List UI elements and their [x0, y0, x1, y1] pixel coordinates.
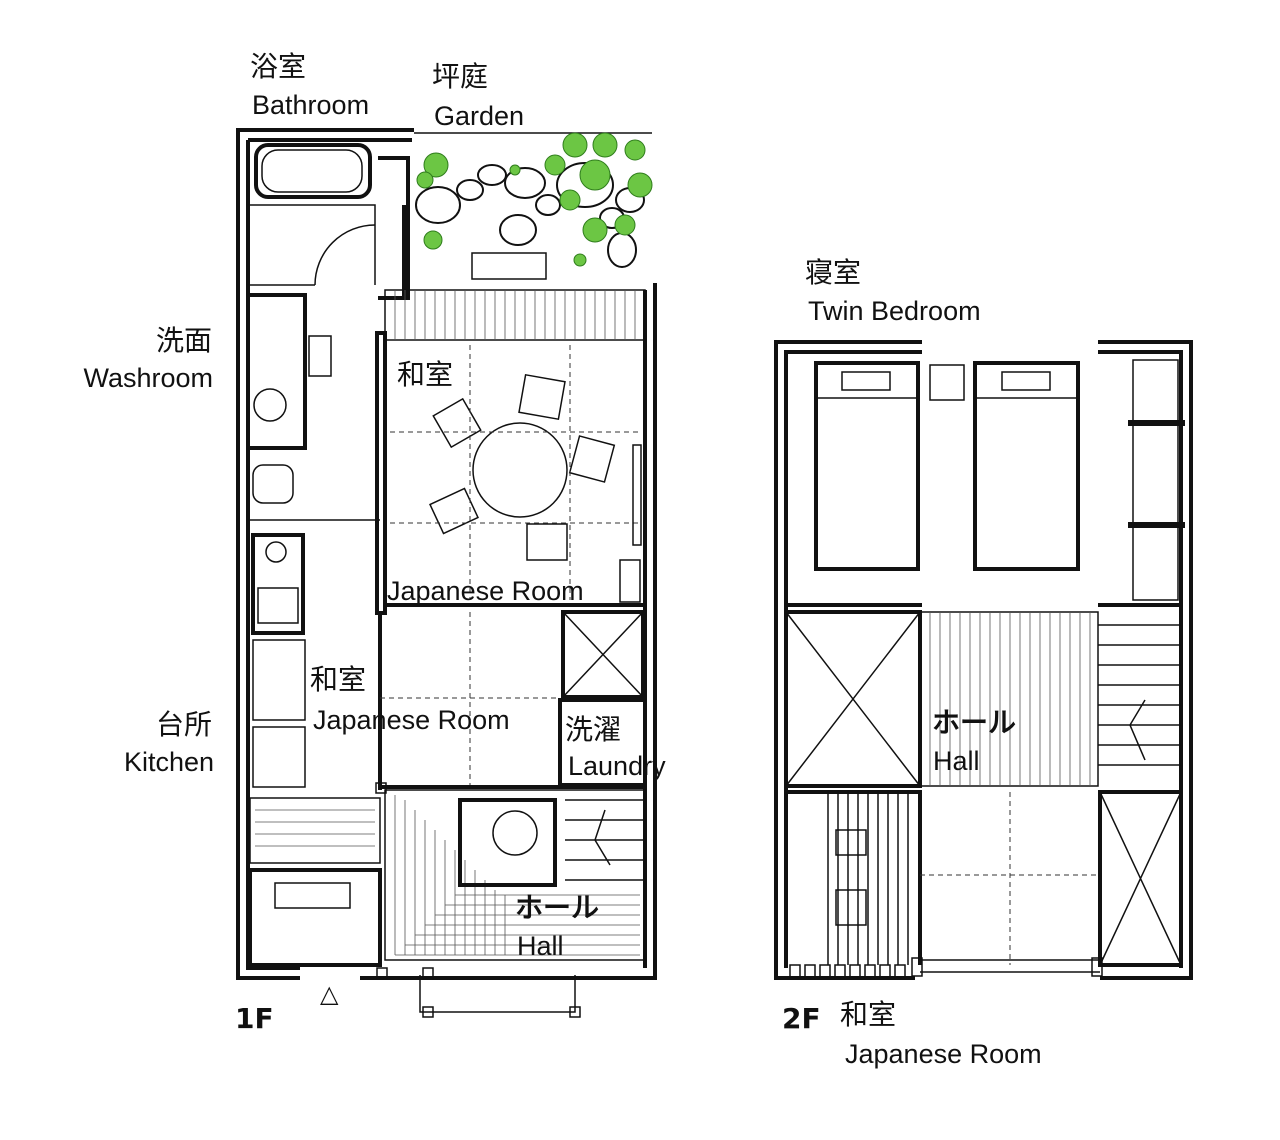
laundry-label-en: Laundry: [568, 751, 666, 781]
washroom-label-jp: 洗面: [156, 324, 212, 357]
veranda-slats: [394, 290, 636, 340]
floor-1-plan: [236, 128, 657, 1018]
hall-2f-label-jp: ホール: [932, 706, 1016, 739]
garden-label-en: Garden: [434, 101, 524, 131]
bathroom-label-jp: 浴室: [250, 50, 306, 83]
floor-1-label: 1F: [235, 1002, 274, 1035]
hall-floor-pattern: [394, 795, 640, 956]
floor-2-plan: [774, 340, 1193, 980]
hall-1f-label-jp: ホール: [515, 891, 599, 924]
japanese-room-front-label-en: Japanese Room: [313, 705, 510, 735]
japanese-room-back-label-en: Japanese Room: [387, 576, 584, 606]
japanese-room-back-label-jp: 和室: [397, 358, 453, 391]
dining-table-chairs-icon: [429, 373, 616, 561]
kitchen-label-jp: 台所: [156, 708, 212, 741]
2f-storage-boxes: [789, 957, 1103, 978]
japanese-room-front-label-jp: 和室: [310, 663, 366, 696]
twin-bedroom-label-en: Twin Bedroom: [808, 296, 981, 326]
floor-2-label: 2F: [782, 1002, 821, 1035]
laundry-label-jp: 洗濯: [565, 713, 621, 746]
hall-2f-label-en: Hall: [933, 746, 980, 776]
garden-plants-icon: [415, 132, 653, 280]
japanese-room-2f-label-jp: 和室: [840, 998, 896, 1031]
hall-1f-label-en: Hall: [517, 931, 564, 961]
japanese-room-2f-label-en: Japanese Room: [845, 1039, 1042, 1069]
garden-label-jp: 坪庭: [432, 60, 488, 93]
twin-bedroom-label-jp: 寝室: [805, 256, 861, 289]
kitchen-label-en: Kitchen: [124, 747, 214, 777]
bathroom-label-en: Bathroom: [252, 90, 369, 120]
washroom-label-en: Washroom: [83, 363, 213, 393]
entrance-icon: △: [320, 980, 339, 1008]
